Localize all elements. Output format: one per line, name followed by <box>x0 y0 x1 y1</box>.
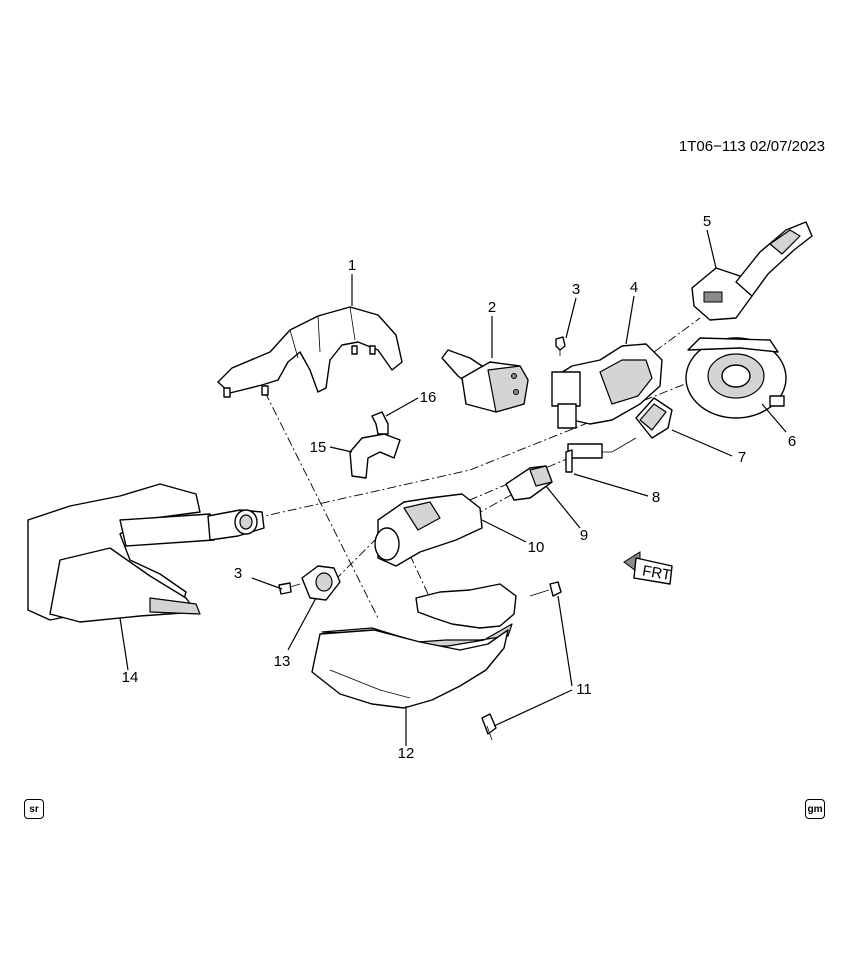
callout-9: 9 <box>580 527 588 544</box>
part-15-clamp <box>349 433 401 479</box>
callout-3: 3 <box>572 281 580 298</box>
callout-4: 4 <box>630 279 638 296</box>
sr-badge-icon: sr <box>24 799 44 819</box>
callout-15: 15 <box>310 439 327 456</box>
callout-10: 10 <box>528 539 545 556</box>
callouts: 1 2 3 4 5 6 7 8 9 10 11 12 13 14 15 16 3 <box>122 213 797 762</box>
callout-5: 5 <box>703 213 711 230</box>
part-1-upper-cover <box>217 306 403 398</box>
callout-2: 2 <box>488 299 496 316</box>
part-8-screw <box>565 449 573 473</box>
part-13-bracket <box>301 565 341 601</box>
front-direction-label: FRT <box>641 562 672 584</box>
part-7-harness-connector <box>567 397 673 459</box>
callout-6: 6 <box>788 433 796 450</box>
leader-lines <box>119 229 787 746</box>
callout-14: 14 <box>122 669 139 686</box>
callout-11: 11 <box>576 681 592 698</box>
part-11-bolt-lower <box>481 713 497 741</box>
part-5-wiper-switch <box>691 221 813 321</box>
part-11-bolt-upper <box>529 581 562 597</box>
part-12-lower-cover <box>311 583 517 709</box>
part-3-screw-upper <box>555 336 566 356</box>
callout-16: 16 <box>420 389 437 406</box>
part-3-screw-lower <box>278 582 301 595</box>
figure-code: 1T06−113 02/07/2023 <box>679 138 825 155</box>
part-16-stud <box>371 411 389 435</box>
part-6-clockspring <box>685 337 787 419</box>
callout-3-lower: 3 <box>234 565 242 582</box>
callout-13: 13 <box>274 653 291 670</box>
part-2-multifunction-switch <box>441 349 529 413</box>
callout-8: 8 <box>652 489 660 506</box>
callout-12: 12 <box>398 745 415 762</box>
part-14-steering-column <box>27 483 265 623</box>
part-4-switch-housing <box>551 343 663 429</box>
front-direction-arrow-icon: FRT <box>623 551 673 585</box>
part-9-lock-cylinder <box>505 465 553 501</box>
part-10-ignition-housing <box>374 493 483 567</box>
callout-1: 1 <box>348 257 356 274</box>
callout-7: 7 <box>738 449 746 466</box>
gm-logo-icon: gm <box>805 799 825 819</box>
